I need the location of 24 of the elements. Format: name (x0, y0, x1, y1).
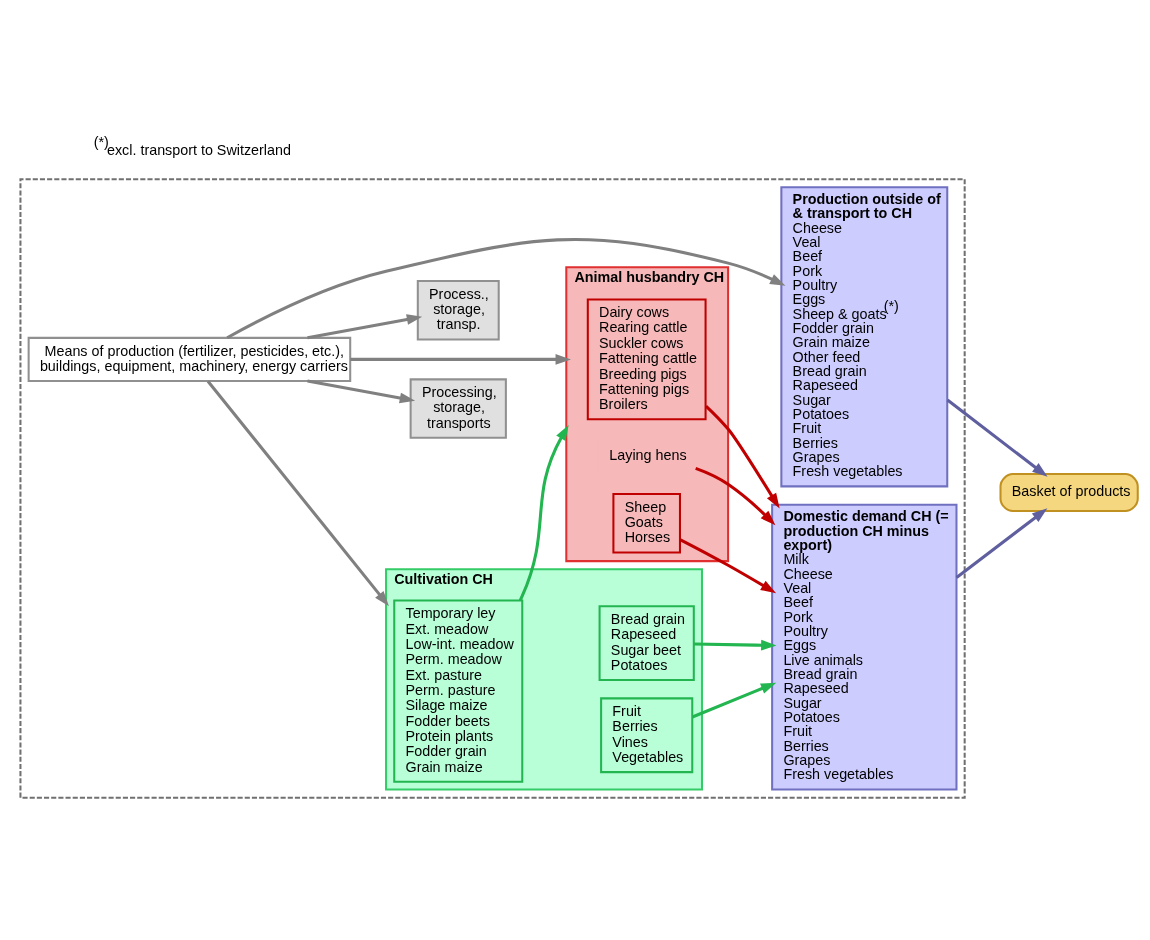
arrow (691, 682, 777, 719)
node-text: Laying hens (609, 447, 687, 464)
node-box: Fruit Berries Vines Vegetables (600, 697, 694, 774)
arrow (704, 404, 780, 509)
cluster (19, 178, 966, 799)
node-box: Bread grain Rapeseed Sugar beet Potatoes (598, 605, 695, 681)
arrow (679, 538, 777, 594)
arrow (307, 314, 423, 340)
node-box: Dairy cows Rearing cattle Suckler cows Fattening cattle Breeding pigs Fattening pigs Broilers (586, 298, 707, 421)
arrow (695, 466, 776, 526)
node-box: Domestic demand CH (= production CH minus export) Milk Cheese Veal Beef Pork Poultry Eggs Live animals Bread grain Rapeseed Sugar Potatoes Fruit Berries Grapes Fresh vegetables (771, 503, 958, 791)
arrow (350, 354, 571, 365)
node-box: Temporary ley Ext. meadow Low-int. meadow Perm. meadow Ext. pasture Perm. pasture Silage maize Fodder beets Protein plants Fodder grain Grain maize (393, 599, 524, 783)
arrow (693, 639, 777, 651)
arrow (206, 380, 389, 607)
arrow (307, 379, 416, 404)
arrow (518, 425, 569, 601)
arrow (955, 508, 1048, 579)
node-box: Means of production (fertilizer, pesticides, etc.), buildings, equipment, machinery, energy carriers (27, 336, 352, 382)
arrow (946, 398, 1048, 477)
node-box: Sheep Goats Horses (612, 493, 681, 554)
node-box: Basket of products (999, 473, 1139, 512)
node-box: Process., storage, transp. (416, 280, 500, 341)
node-box: Processing, storage, transports (409, 378, 507, 439)
